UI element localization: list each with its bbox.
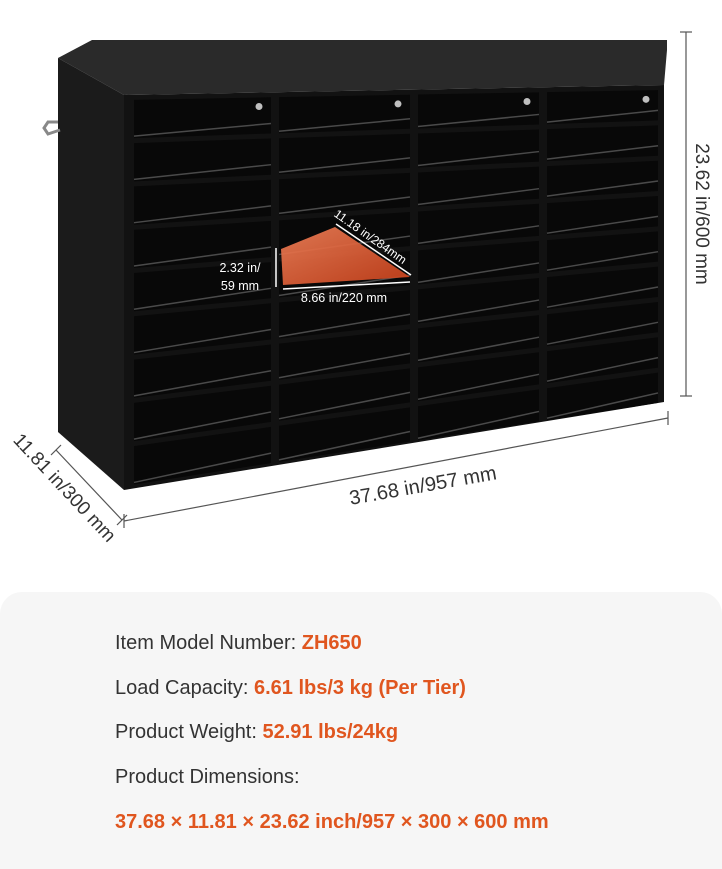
shelf-edge xyxy=(546,286,659,308)
slot-cell xyxy=(418,166,539,207)
width-label: 37.68 in/957 mm xyxy=(348,462,499,510)
slot-cell xyxy=(418,240,539,285)
slot-cell xyxy=(547,337,658,384)
shelf-edge xyxy=(133,122,272,137)
load-capacity-value: 6.61 lbs/3 kg (Per Tier) xyxy=(253,677,466,699)
slot-cell xyxy=(134,97,271,139)
slot-height-label-line2: 59 mm xyxy=(221,279,259,293)
shelf-edge xyxy=(133,328,272,354)
width-dimension-line xyxy=(123,417,669,522)
shelf-edge xyxy=(278,157,411,174)
slot-cell xyxy=(134,179,271,225)
slot-cell xyxy=(547,160,658,199)
shelf-edge xyxy=(417,187,540,206)
slot-cell xyxy=(418,352,539,402)
shelf-edge xyxy=(546,109,659,123)
product-weight-line: Product Weight: 52.91 lbs/24kg xyxy=(115,721,398,744)
shelf-edge xyxy=(133,246,272,267)
cabinet-top-panel xyxy=(58,40,667,95)
shelf-edge xyxy=(546,215,659,234)
slot-cell xyxy=(134,303,271,355)
shelf-edge xyxy=(133,163,272,181)
slot-cell xyxy=(134,385,271,442)
dimension-lines xyxy=(50,31,692,528)
cabinet-side-panel xyxy=(58,58,124,490)
shelf-edge xyxy=(417,299,540,323)
slot-cell xyxy=(547,231,658,273)
shelf-edge xyxy=(546,250,659,271)
shelf-edge xyxy=(278,391,411,420)
shelf-edge xyxy=(278,313,411,338)
slot-cell xyxy=(547,266,658,310)
shelf-edge xyxy=(278,196,411,215)
shelf-edge xyxy=(546,144,659,160)
slot-cell xyxy=(547,301,658,347)
slot-cell xyxy=(547,196,658,236)
slot-cell xyxy=(418,203,539,246)
grommet-hole xyxy=(642,95,650,103)
slot-cell xyxy=(547,90,658,125)
slot-width-label: 8.66 in/220 mm xyxy=(301,291,387,305)
height-label: 23.62 in/600 mm xyxy=(691,143,712,285)
shelf-edge xyxy=(546,392,659,419)
product-weight-label: Product Weight: xyxy=(115,721,263,743)
shelf-edge xyxy=(133,411,272,440)
slot-cell xyxy=(418,129,539,168)
product-weight-value: 52.91 lbs/24kg xyxy=(262,721,399,743)
slot-cell xyxy=(418,315,539,363)
slot-height-label-line1: 2.32 in/ xyxy=(219,261,261,275)
shelf-edge xyxy=(417,150,540,167)
side-hook xyxy=(42,120,61,136)
slot-cell xyxy=(418,389,539,441)
shelf-edge xyxy=(133,452,272,484)
slot-cell xyxy=(279,133,410,175)
slot-cell xyxy=(279,368,410,421)
model-number-label: Item Model Number: xyxy=(115,632,302,654)
shelf-edge xyxy=(417,262,540,284)
load-capacity-line: Load Capacity: 6.61 lbs/3 kg (Per Tier) xyxy=(115,677,466,700)
slot-cell xyxy=(279,94,410,134)
shelf-edge xyxy=(133,287,272,311)
shelf-edge xyxy=(417,373,540,401)
product-illustration: 23.62 in/600 mm 37.68 in/957 mm 11.81 in… xyxy=(9,31,712,547)
shelf-edge xyxy=(417,410,540,439)
shelf-edge xyxy=(417,113,540,128)
shelf-edge xyxy=(417,225,540,245)
shelf-edge xyxy=(133,369,272,397)
slot-cell xyxy=(134,262,271,312)
grommet-hole xyxy=(394,100,402,108)
spec-panel: Item Model Number: ZH650 Load Capacity: … xyxy=(0,592,722,869)
product-dimensions-value: 37.68 × 11.81 × 23.62 inch/957 × 300 × 6… xyxy=(115,811,549,833)
slot-cell xyxy=(134,426,271,485)
slot-cell xyxy=(418,92,539,129)
slot-cell xyxy=(547,125,658,162)
shelf-edge xyxy=(546,321,659,345)
slot-cell xyxy=(279,329,410,380)
slot-cell xyxy=(279,290,410,339)
shelf-edge xyxy=(546,356,659,382)
shelf-edge xyxy=(133,205,272,224)
grommet-hole xyxy=(523,98,531,106)
shelf-edge xyxy=(278,118,411,132)
slot-cell xyxy=(134,220,271,268)
slot-cell xyxy=(134,344,271,398)
shelf-edge xyxy=(546,180,659,197)
grommet-hole xyxy=(255,103,263,110)
slot-cell xyxy=(279,407,410,462)
shelf-edge xyxy=(278,430,411,461)
model-number-value: ZH650 xyxy=(301,632,362,654)
model-number-line: Item Model Number: ZH650 xyxy=(115,632,362,655)
shelf-edge xyxy=(278,352,411,379)
product-dimensions-label: Product Dimensions: xyxy=(115,766,300,788)
slot-cell xyxy=(418,277,539,324)
load-capacity-label: Load Capacity: xyxy=(115,677,254,699)
slot-cell xyxy=(134,138,271,182)
highlighted-slot xyxy=(275,223,412,290)
depth-dimension-line xyxy=(55,449,123,521)
slot-cell xyxy=(279,172,410,216)
shelf-edge xyxy=(417,336,540,362)
slot-cell xyxy=(547,372,658,421)
